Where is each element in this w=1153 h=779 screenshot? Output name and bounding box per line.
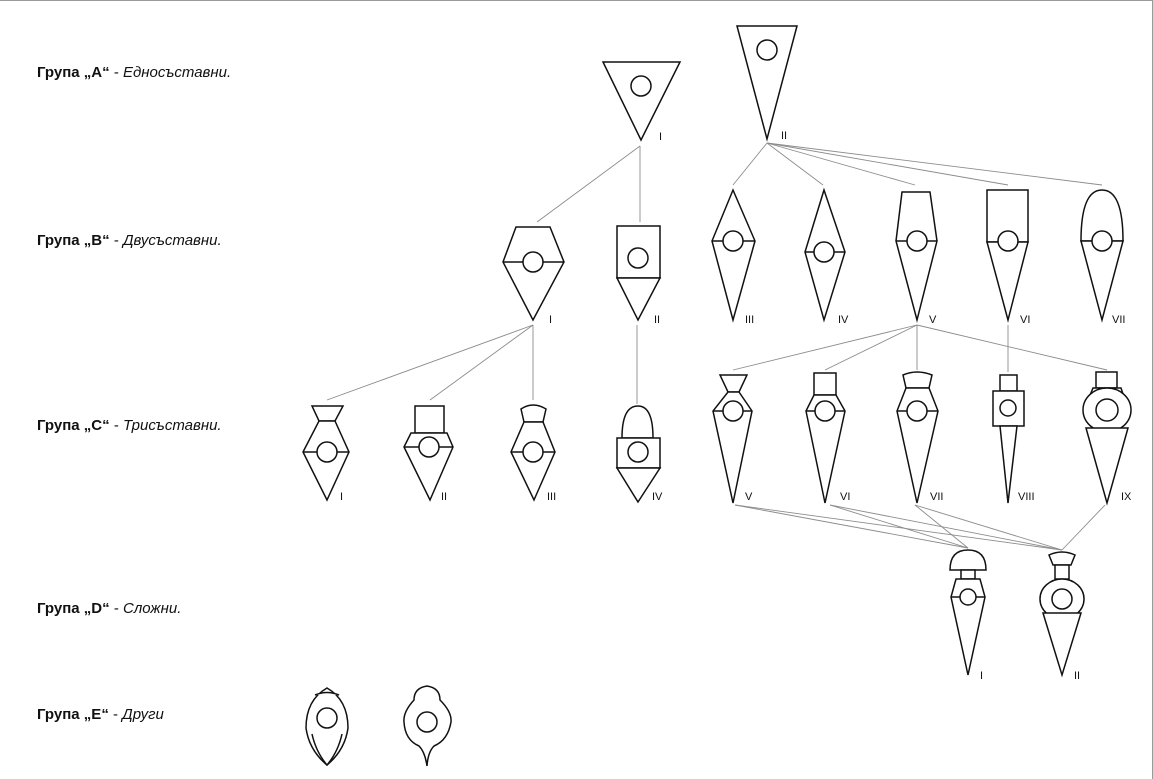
shape-b-3 (711, 188, 756, 323)
numeral-c-7: VII (930, 491, 943, 503)
group-d-desc: Сложни. (123, 600, 182, 617)
numerals-a: I II (659, 130, 787, 143)
shape-c-8 (992, 374, 1025, 504)
numeral-c-4: IV (652, 491, 663, 503)
numeral-b-2: II (654, 314, 660, 326)
shape-b-5 (895, 191, 938, 323)
shape-c-6 (805, 372, 846, 504)
numeral-a-2: II (781, 130, 787, 142)
shape-a-2 (736, 25, 798, 142)
shape-c-1 (302, 405, 350, 502)
group-a-label: Група „A“ - Едносъставни. (37, 64, 231, 81)
shape-c-7 (896, 371, 939, 504)
shape-b-4 (804, 187, 846, 323)
numerals-c: I II III IV V VI VII VIII IX (340, 491, 1132, 503)
shape-e-2 (403, 685, 452, 767)
shape-d-2 (1039, 551, 1085, 678)
numeral-b-7: VII (1112, 314, 1125, 326)
shape-b-2 (615, 225, 662, 322)
group-d-label: Група „D“ - Сложни. (37, 600, 181, 617)
numeral-c-6: VI (840, 491, 850, 503)
numeral-d-2: II (1074, 670, 1080, 682)
group-c-desc: Трисъставни. (123, 417, 222, 434)
group-b-label: Група „B“ - Двусъставни. (37, 232, 222, 249)
connector-lines (326, 142, 1108, 551)
numeral-c-8: VIII (1018, 491, 1035, 503)
group-e-desc: Други (122, 706, 164, 723)
numerals-b: I II III IV V VI VII (549, 314, 1125, 326)
shape-e-1 (305, 687, 349, 767)
numeral-d-1: I (980, 670, 983, 682)
numeral-b-1: I (549, 314, 552, 326)
numeral-c-9: IX (1121, 491, 1132, 503)
shape-c-4 (615, 405, 662, 504)
group-c-sep: - (109, 417, 123, 434)
shape-b-6 (986, 189, 1029, 323)
numeral-c-2: II (441, 491, 447, 503)
numeral-b-3: III (745, 314, 754, 326)
shape-b-7 (1080, 189, 1124, 323)
group-e-label: Група „E“ - Други (37, 706, 164, 723)
group-a-desc: Едносъставни. (123, 64, 232, 81)
shape-c-5 (712, 374, 753, 504)
shape-c-2 (403, 405, 454, 502)
group-e-name: Група „E“ (37, 706, 109, 723)
numeral-b-5: V (929, 314, 937, 326)
shape-c-9 (1082, 371, 1132, 506)
group-a-sep: - (109, 64, 123, 81)
numeral-b-6: VI (1020, 314, 1030, 326)
numerals-d: I II (980, 670, 1080, 682)
shape-b-1 (502, 226, 565, 322)
group-b-desc: Двусъставни. (123, 232, 222, 249)
group-c-label: Група „C“ - Трисъставни. (37, 417, 222, 434)
group-e-sep: - (108, 706, 123, 723)
shape-d-1 (949, 549, 987, 676)
group-c-name: Група „C“ (37, 417, 110, 434)
numeral-c-3: III (547, 491, 556, 503)
numeral-b-4: IV (838, 314, 849, 326)
group-d-name: Група „D“ (37, 600, 110, 617)
group-b-name: Група „B“ (37, 232, 110, 249)
shape-a-1 (601, 61, 682, 142)
group-a-name: Група „A“ (37, 64, 110, 81)
shape-c-3 (510, 404, 556, 502)
numeral-c-5: V (745, 491, 753, 503)
group-d-sep: - (109, 600, 123, 617)
numeral-c-1: I (340, 491, 343, 503)
group-b-sep: - (109, 232, 123, 249)
numeral-a-1: I (659, 131, 662, 143)
